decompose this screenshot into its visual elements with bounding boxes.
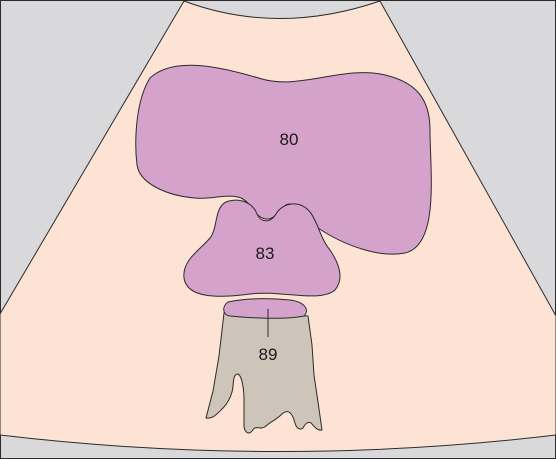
label-80: 80 — [280, 130, 299, 149]
lower-structure-cap — [224, 299, 307, 319]
label-89: 89 — [259, 345, 278, 364]
label-83: 83 — [256, 244, 275, 263]
